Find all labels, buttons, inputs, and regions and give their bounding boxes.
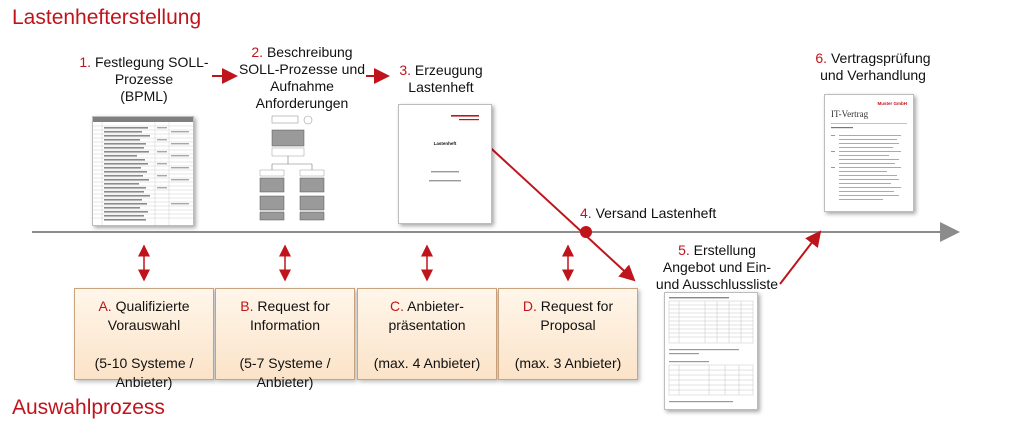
step-6-number: 6. (815, 50, 828, 66)
step-6-label: 6. Vertragsprüfung und Verhandlung (806, 50, 940, 84)
phase-a-line-2: Vorauswahl (107, 317, 181, 333)
phase-b-line-2: Information (249, 317, 321, 333)
phase-c-box: C. Anbieter- präsentation (max. 4 Anbiet… (357, 288, 497, 380)
process-flow-graphic (259, 115, 325, 221)
bpml-table-thumbnail (92, 116, 194, 226)
step-5-number: 5. (678, 242, 690, 258)
phase-a-sub-2: Anbieter) (115, 374, 173, 390)
phase-a-box: A. Qualifizierte Vorauswahl (5-10 System… (74, 288, 214, 390)
phase-a-sub-1: (5-10 Systeme / (94, 355, 194, 371)
step-5-line-1: Erstellung (693, 242, 756, 258)
step-1-label: 1. Festlegung SOLL- Prozesse (BPML) (74, 54, 214, 105)
bpml-table-graphic (93, 117, 193, 225)
contract-company-name: Muster GmbH (877, 101, 907, 106)
step-5-label: 5. Erstellung Angebot und Ein- und Aussc… (652, 242, 782, 293)
step-2-line-2: SOLL-Prozesse und (238, 61, 366, 77)
heading-lastenhefterstellung: Lastenhefterstellung (12, 6, 202, 29)
process-flow-thumbnail (258, 112, 330, 224)
phase-b-box: B. Request for Information (5-7 Systeme … (215, 288, 355, 390)
lastenheft-doc-title: Lastenheft (433, 141, 457, 146)
step-5-line-2: Angebot und Ein- (662, 259, 772, 275)
step-4-line-1: Versand Lastenheft (595, 205, 717, 221)
phase-b-line-1: Request for (257, 298, 330, 314)
lastenheft-document-thumbnail: Lastenheft (398, 104, 492, 224)
step-2-number: 2. (251, 44, 264, 60)
step-4-label: 4. Versand Lastenheft (580, 205, 720, 222)
step-1-number: 1. (79, 54, 92, 70)
phase-b-letter: B. (240, 298, 254, 314)
step-2-label: 2. Beschreibung SOLL-Prozesse und Aufnah… (236, 44, 368, 112)
step-5-line-3: und Ausschlussliste (655, 276, 779, 292)
step-6-line-1: Vertragsprüfung (830, 50, 931, 66)
step-4-number: 4. (580, 205, 592, 221)
phase-d-line-1: Request for (540, 298, 614, 314)
phase-d-box: D. Request for Proposal (max. 3 Anbieter… (498, 288, 638, 380)
step-1-line-1: Festlegung SOLL- (94, 54, 209, 70)
step-6-line-2: und Verhandlung (820, 67, 926, 83)
offer-list-graphic (668, 297, 754, 403)
phase-c-letter: C. (390, 298, 405, 314)
phase-a-line-1: Qualifizierte (115, 298, 190, 314)
it-contract-thumbnail: Muster GmbH IT-Vertrag (824, 94, 914, 212)
heading-auswahlprozess: Auswahlprozess (12, 396, 165, 419)
step-1-line-3: (BPML) (120, 88, 168, 104)
contract-body-graphic (831, 123, 907, 200)
phase-c-line-1: Anbieter- (407, 298, 464, 314)
step-2-line-1: Beschreibung (266, 44, 353, 60)
step-3-label: 3. Erzeugung Lastenheft (386, 62, 496, 96)
arrow-step3-step5 (481, 139, 636, 282)
phase-c-sub-1: (max. 4 Anbieter) (373, 355, 481, 371)
lastenheft-document-graphic (429, 115, 479, 182)
contract-title: IT-Vertrag (831, 109, 869, 119)
phase-a-letter: A. (98, 298, 112, 314)
offer-list-thumbnail (664, 292, 758, 410)
phase-d-letter: D. (522, 298, 537, 314)
phase-c-line-2: präsentation (388, 317, 466, 333)
step-3-line-1: Erzeugung (414, 62, 483, 78)
phase-d-sub-1: (max. 3 Anbieter) (514, 355, 622, 371)
milestone-dot (580, 226, 592, 238)
arrow-step5-step6 (779, 230, 822, 285)
phase-d-line-2: Proposal (540, 317, 596, 333)
step-2-line-3: Aufnahme (270, 78, 334, 94)
phase-b-sub-2: Anbieter) (256, 374, 314, 390)
step-2-line-4: Anforderungen (255, 95, 349, 111)
step-3-line-2: Lastenheft (408, 79, 474, 95)
step-1-line-2: Prozesse (114, 71, 174, 87)
phase-b-sub-1: (5-7 Systeme / (239, 355, 331, 371)
step-3-number: 3. (399, 62, 412, 78)
